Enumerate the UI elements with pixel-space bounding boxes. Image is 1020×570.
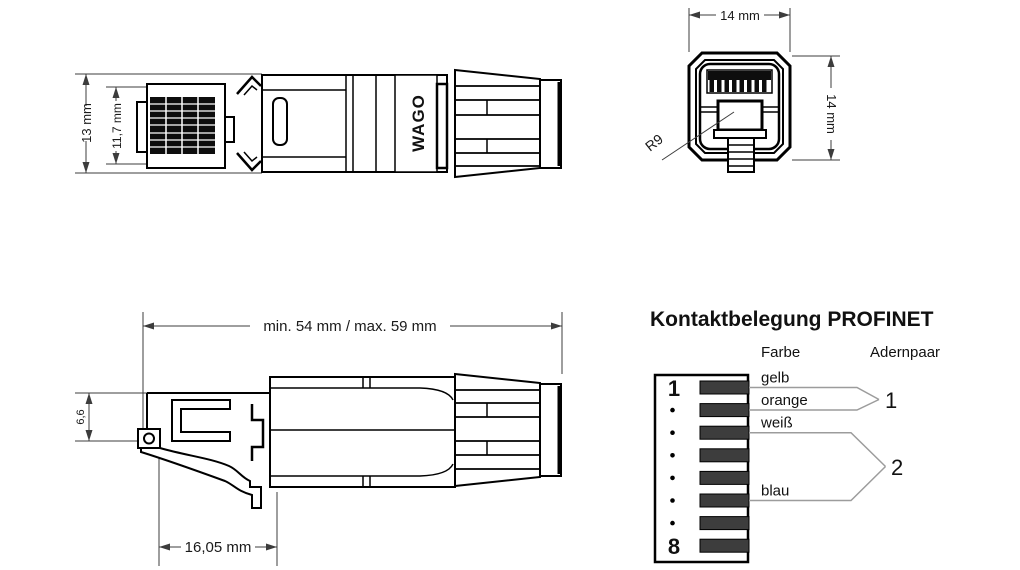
latch-hooks <box>236 75 262 172</box>
wire-color-gelb: gelb <box>761 370 789 387</box>
pin-dot-3 <box>670 430 675 436</box>
dimension-13mm: 13 mm <box>79 74 94 173</box>
column-header-adernpaar: Adernpaar <box>870 344 940 361</box>
arrowhead-down <box>82 162 90 173</box>
arrowhead-left <box>689 11 700 19</box>
pin-contact-bar-8 <box>699 538 750 553</box>
pair-bracket-2: 2 <box>749 431 903 502</box>
dim-label-6-6: 6,6 <box>75 409 87 424</box>
wire-color-weiss: weiß <box>760 415 793 432</box>
arrowhead-up <box>85 393 93 404</box>
strain-relief-boot-bottom <box>454 372 562 488</box>
plug-main-body: WAGO <box>261 74 449 173</box>
arrowhead-up <box>112 87 120 98</box>
dim-label-width-14mm: 14 mm <box>720 8 760 23</box>
wire-color-orange: orange <box>761 392 808 409</box>
plug-main-body-bottom <box>269 376 456 488</box>
arrowhead-down <box>112 153 120 164</box>
contact-carrier <box>171 399 231 442</box>
arrowhead-right <box>266 543 277 551</box>
arrowhead-left <box>143 322 154 330</box>
pin-dot-4 <box>670 453 675 458</box>
dim-extension-lines <box>75 73 262 174</box>
arrowhead-right <box>779 11 790 19</box>
dim-label-11-7mm: 11,7 mm <box>110 103 124 149</box>
pin-contact-bars <box>699 380 750 553</box>
pivot-circle <box>143 432 155 445</box>
pin-number-first: 1 <box>668 376 680 401</box>
arrowhead-right <box>551 322 562 330</box>
pin-strip <box>706 69 773 94</box>
pair-label-2: 2 <box>891 455 903 480</box>
pin-dot-6 <box>670 498 675 503</box>
contact-block <box>150 97 215 154</box>
pin-dots <box>670 407 675 526</box>
arrowhead-down <box>827 149 835 160</box>
latch-lever <box>140 447 262 509</box>
strain-relief-boot-top <box>454 68 562 179</box>
dimension-width-14mm: 14 mm <box>688 8 791 52</box>
pinout-table: Kontaktbelegung PROFINET Farbe Adernpaar… <box>650 308 940 564</box>
dimension-16-05mm: 16,05 mm <box>158 452 278 566</box>
latch-window <box>716 99 764 132</box>
dim-label-13mm: 13 mm <box>79 103 94 143</box>
arrowhead-up <box>82 74 90 85</box>
brand-panel <box>394 74 438 173</box>
pin-contact-bar-2 <box>699 403 750 418</box>
dim-label-16-05mm: 16,05 mm <box>185 539 252 556</box>
view-side-bottom: min. 54 mm / max. 59 mm 6,6 16,05 mm <box>75 312 563 566</box>
tie-tab <box>727 137 755 173</box>
column-header-farbe: Farbe <box>761 344 800 361</box>
wire-color-blau: blau <box>761 483 789 500</box>
dim-label-length: min. 54 mm / max. 59 mm <box>263 318 436 335</box>
pair-bracket-1: 1 <box>749 386 897 413</box>
arrowhead-down <box>85 430 93 441</box>
pin-contact-bar-7 <box>699 516 750 531</box>
wago-logo: WAGO <box>409 94 428 152</box>
dim-label-height-14mm: 14 mm <box>824 94 839 134</box>
radius-label-r9: R9 <box>642 131 666 155</box>
arrowhead-left <box>159 543 170 551</box>
view-side-top: 13 mm 11,7 mm <box>75 68 562 179</box>
plug-nose-bottom <box>137 392 270 509</box>
dimension-height-14mm: 14 mm <box>792 55 840 161</box>
pin-dot-5 <box>670 475 675 481</box>
pin-contact-bar-4 <box>699 448 750 463</box>
pin-number-last: 8 <box>668 534 680 559</box>
pin-contact-bar-3 <box>699 425 750 440</box>
latch-and-tab <box>700 99 779 173</box>
pin-contact-bar-5 <box>699 470 750 485</box>
pair-label-1: 1 <box>885 388 897 413</box>
dimension-6-6: 6,6 <box>75 392 147 442</box>
body-slot <box>272 97 288 146</box>
arrowhead-up <box>827 56 835 67</box>
pin-dot-7 <box>670 520 675 526</box>
view-front: 14 mm 14 mm <box>642 8 840 173</box>
plug-nose-housing <box>136 75 262 172</box>
pinout-title: Kontaktbelegung PROFINET <box>650 308 934 331</box>
pin-contact-bar-1 <box>699 380 750 395</box>
dimension-11-7mm: 11,7 mm <box>110 87 124 164</box>
pin-dot-2 <box>670 407 675 413</box>
pin-contact-bar-6 <box>699 493 750 508</box>
dimension-length: min. 54 mm / max. 59 mm <box>142 312 563 430</box>
